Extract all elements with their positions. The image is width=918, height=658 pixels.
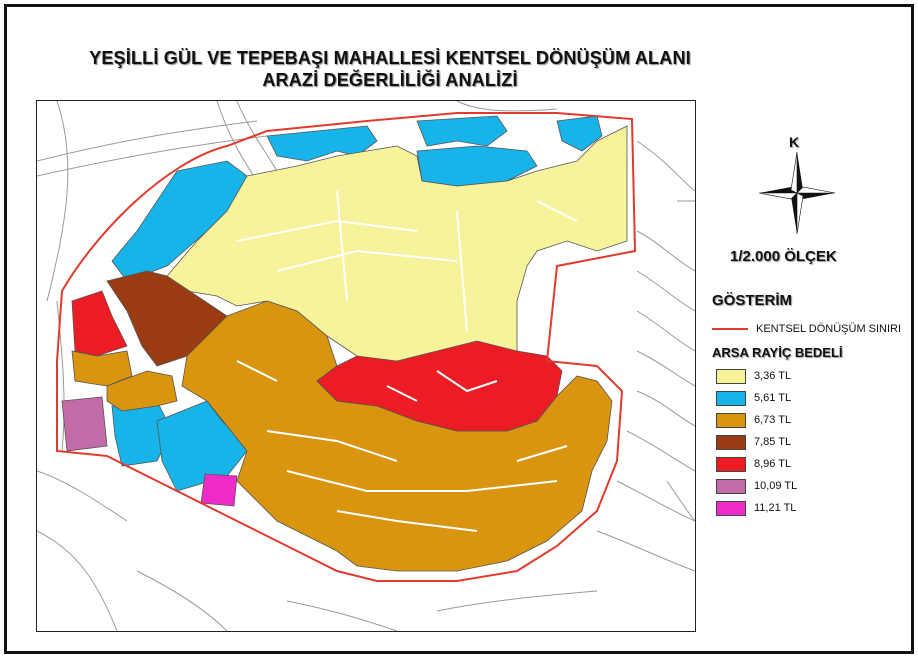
zone-5-61-northeast [556,115,603,152]
parcel-lines [236,190,578,532]
legend-item: 3,36 TL [716,368,791,384]
zone-11-21 [200,473,238,507]
boundary-label: KENTSEL DÖNÜŞÜM SINIRI [756,323,902,335]
zone-6-73-west-2 [106,370,178,412]
legend-swatch [716,390,746,406]
street-lines [37,101,695,631]
north-arrow-icon [757,134,837,235]
scale-label: 1/2.000 ÖLÇEK [730,248,837,265]
legend-label: 8,96 TL [754,458,792,470]
legend-item: 6,73 TL [716,412,791,428]
zone-5-61-north-2 [416,115,508,147]
parcel-zones [61,115,628,572]
zone-6-73-west [71,350,133,387]
boundary-line-swatch [712,328,748,330]
legend-label: 10,09 TL [754,480,798,492]
north-label: K [789,134,800,150]
legend-boundary-row: KENTSEL DÖNÜŞÜM SINIRI [712,322,901,336]
zone-10-09 [61,396,108,452]
zone-8-96-west [71,290,128,357]
legend-item: 11,21 TL [716,500,796,516]
legend-swatch [716,368,746,384]
legend-swatch [716,456,746,472]
legend-title: GÖSTERİM [712,292,793,309]
legend-swatch [716,500,746,516]
legend-swatch [716,478,746,494]
legend-item: 8,96 TL [716,456,791,472]
legend-item: 5,61 TL [716,390,791,406]
legend-label: 7,85 TL [754,436,792,448]
map-view[interactable] [36,100,696,632]
legend-label: 11,21 TL [754,502,797,514]
zone-8-96-central [316,340,563,432]
map-canvas [37,101,695,631]
legend-label: 5,61 TL [754,392,792,404]
legend-label: 6,73 TL [754,414,792,426]
legend-item: 10,09 TL [716,478,797,494]
zone-5-61-west [111,160,248,282]
map-title-line-1: YEŞİLLİ GÜL VE TEPEBAŞI MAHALLESİ KENTSE… [89,48,691,68]
legend-item: 7,85 TL [716,434,791,450]
legend-label: 3,36 TL [754,370,792,382]
legend-swatch [716,434,746,450]
legend-swatch [716,412,746,428]
kentsel-donusum-boundary [56,112,637,582]
map-title-line-2: ARAZİ DEĞERLİLİĞİ ANALİZİ [262,70,518,90]
price-legend-title: ARSA RAYİÇ BEDELİ [712,345,843,360]
